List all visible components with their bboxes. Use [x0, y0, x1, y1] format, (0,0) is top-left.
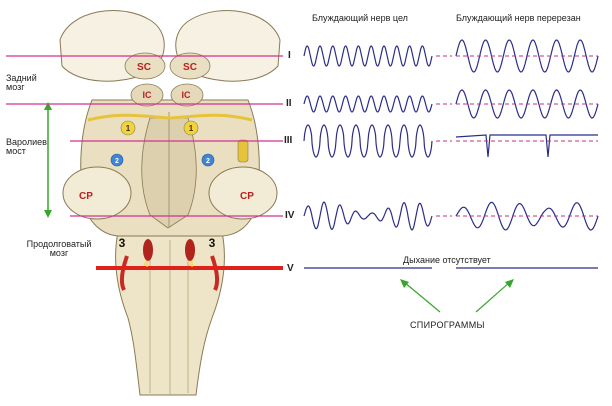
- nucleus-2-left: [110, 153, 124, 167]
- num4-left-label: 4: [143, 259, 148, 269]
- level-V: V: [287, 263, 294, 274]
- level-I: I: [288, 50, 291, 61]
- no-breathing-label: Дыхание отсутствует: [403, 255, 491, 265]
- nucleus-2-right: [201, 153, 215, 167]
- header-intact: Блуждающий нерв цел: [312, 13, 408, 23]
- header-cut: Блуждающий нерв перерезан: [456, 13, 581, 23]
- nucleus-3-right: [210, 255, 220, 291]
- midbrain-label: Задний мозг: [6, 73, 37, 93]
- medulla-label: Продолговатый мозг: [26, 239, 92, 259]
- nucleus-1-left: [120, 120, 136, 136]
- num3-right-label: 3: [209, 236, 216, 250]
- section-lines: [6, 55, 283, 270]
- trace-intact-I: [303, 45, 433, 67]
- ic-right-label: IC: [182, 90, 192, 100]
- trace-intact-IV: [303, 201, 433, 231]
- trace-cut-III: [455, 134, 598, 158]
- ic-right: [170, 83, 204, 107]
- sc-right: [169, 52, 211, 80]
- num3-left-label: 3: [119, 236, 126, 250]
- spirograms-label: СПИРОГРАММЫ: [410, 320, 485, 330]
- cp-right-lobe: [208, 166, 278, 220]
- sc-left-label: SC: [137, 62, 151, 73]
- nucleus-4-right: [185, 239, 195, 261]
- spirogram-traces: [303, 39, 599, 269]
- nucleus-1-right: [183, 120, 199, 136]
- num2-right-label: 2: [206, 158, 210, 165]
- level-III: III: [284, 135, 293, 146]
- nucleus-4-left: [143, 239, 153, 261]
- cp-left-lobe: [62, 166, 132, 220]
- num1-right-label: 1: [189, 124, 194, 133]
- cp-left-label: CP: [79, 191, 93, 202]
- pons-label: Варолиев мост: [6, 137, 47, 157]
- yellow-nerve-band: [87, 113, 253, 122]
- trace-intact-II: [303, 95, 433, 113]
- sc-left: [124, 52, 166, 80]
- spirogram-arrows: [400, 279, 514, 313]
- sc-right-label: SC: [183, 62, 197, 73]
- brainstem-illustration: [44, 9, 281, 396]
- cp-right-label: CP: [240, 191, 254, 202]
- num1-left-label: 1: [126, 124, 131, 133]
- nucleus-3-left: [119, 255, 129, 291]
- ic-left: [130, 83, 164, 107]
- trace-intact-III: [303, 124, 433, 158]
- level-II: II: [286, 98, 292, 109]
- ic-left-label: IC: [143, 90, 153, 100]
- level-IV: IV: [285, 210, 295, 221]
- num2-left-label: 2: [115, 158, 119, 165]
- num4-right-label: 4: [188, 259, 193, 269]
